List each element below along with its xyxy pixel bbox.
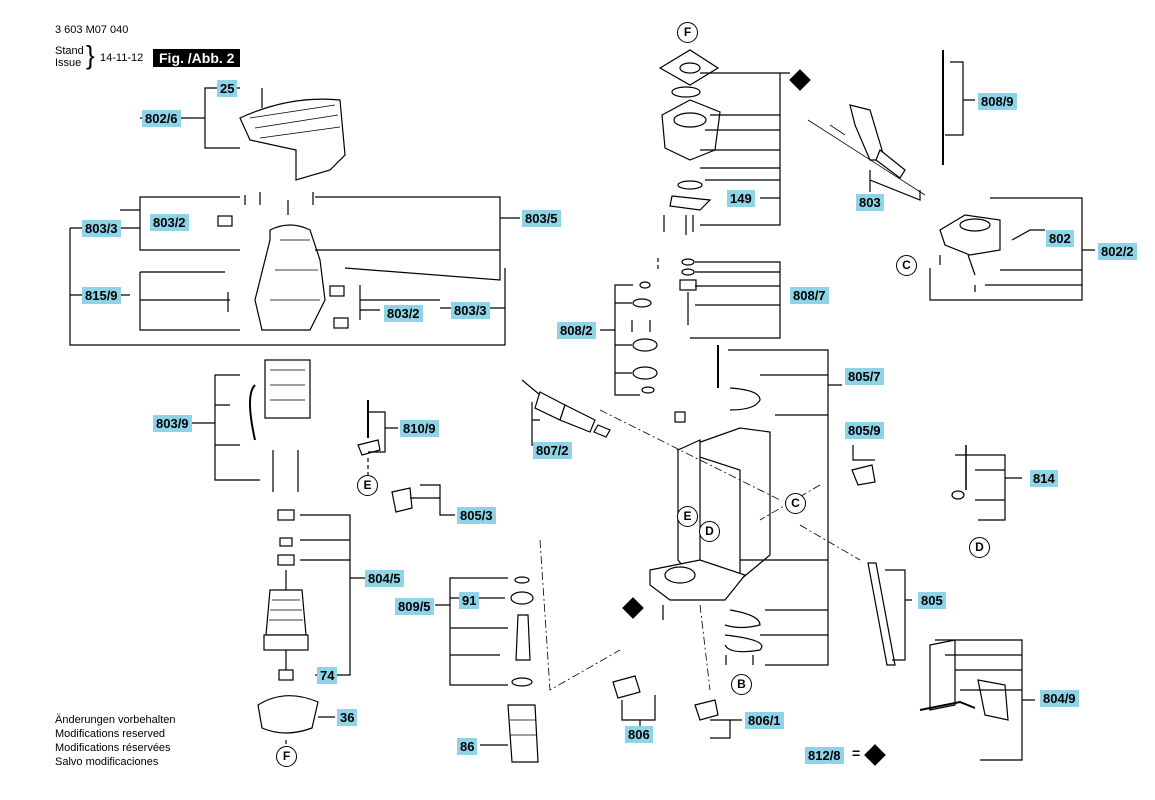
part-label-803: 803: [856, 194, 884, 211]
note-line-de: Änderungen vorbehalten: [55, 714, 176, 726]
part-label-803-2: 803/2: [150, 214, 189, 231]
cover-hood-part: [239, 88, 346, 181]
part-label-805-3: 805/3: [457, 507, 496, 524]
callout-c-right: C: [896, 255, 917, 276]
part-label-810-9: 810/9: [400, 420, 439, 437]
part-label-802-2: 802/2: [1098, 243, 1137, 260]
note-line-es: Salvo modificaciones: [55, 756, 159, 768]
part-label-74: 74: [317, 667, 338, 684]
callout-e-middle: E: [677, 506, 698, 527]
legend-equals: =: [852, 745, 861, 761]
callout-d-middle: D: [699, 521, 720, 542]
part-label-25: 25: [217, 80, 238, 97]
handle-part: [849, 104, 906, 179]
stand-label: Stand: [55, 45, 84, 57]
top-gasket-part: [658, 49, 720, 86]
part-label-814: 814: [1030, 470, 1058, 487]
depth-stop-part: [939, 214, 1001, 256]
motor-housing-part: [254, 224, 326, 331]
part-label-803-2: 803/2: [384, 305, 423, 322]
part-label-803-3: 803/3: [451, 302, 490, 319]
issue-label: Issue: [55, 57, 82, 69]
part-label-808-2: 808/2: [557, 322, 596, 339]
callout-e-left: E: [357, 475, 378, 496]
part-label-808-9: 808/9: [978, 93, 1017, 110]
legend-label-812-8: 812/8: [805, 747, 844, 764]
part-label-36: 36: [337, 709, 358, 726]
note-line-en: Modifications reserved: [55, 728, 166, 740]
figure-title: Fig. /Abb. 2: [153, 49, 241, 67]
part-label-802: 802: [1046, 230, 1074, 247]
part-label-805-7: 805/7: [845, 368, 884, 385]
part-label-807-2: 807/2: [533, 442, 572, 459]
callout-d-right: D: [969, 537, 990, 558]
callout-f-bottom: F: [276, 746, 297, 767]
part-label-805: 805: [918, 592, 946, 609]
part-label-803-5: 803/5: [522, 210, 561, 227]
part-label-815-9: 815/9: [82, 287, 121, 304]
document-number: 3 603 M07 040: [55, 24, 129, 36]
part-label-86: 86: [457, 738, 478, 755]
part-label-804-5: 804/5: [365, 570, 404, 587]
part-label-91: 91: [459, 592, 480, 609]
part-label-804-9: 804/9: [1040, 690, 1079, 707]
part-label-803-3: 803/3: [82, 220, 121, 237]
part-label-149: 149: [727, 190, 755, 207]
part-label-803-9: 803/9: [153, 415, 192, 432]
gear-housing-part: [661, 99, 721, 161]
part-label-806: 806: [625, 726, 653, 743]
callout-b: B: [731, 674, 752, 695]
callout-f-top: F: [677, 22, 698, 43]
part-label-802-6: 802/6: [142, 110, 181, 127]
note-line-fr: Modifications réservées: [55, 742, 171, 754]
brace-icon: }: [86, 40, 95, 70]
part-label-809-5: 809/5: [395, 598, 434, 615]
part-label-805-9: 805/9: [845, 422, 884, 439]
part-label-808-7: 808/7: [790, 287, 829, 304]
spindle-lock-part: [521, 379, 611, 438]
router-base-part: [649, 427, 771, 601]
callout-c-middle: C: [785, 493, 806, 514]
part-label-806-1: 806/1: [745, 712, 784, 729]
stator-part: [249, 359, 311, 441]
issue-date: 14-11-12: [100, 52, 144, 64]
armature-part: [263, 509, 309, 681]
